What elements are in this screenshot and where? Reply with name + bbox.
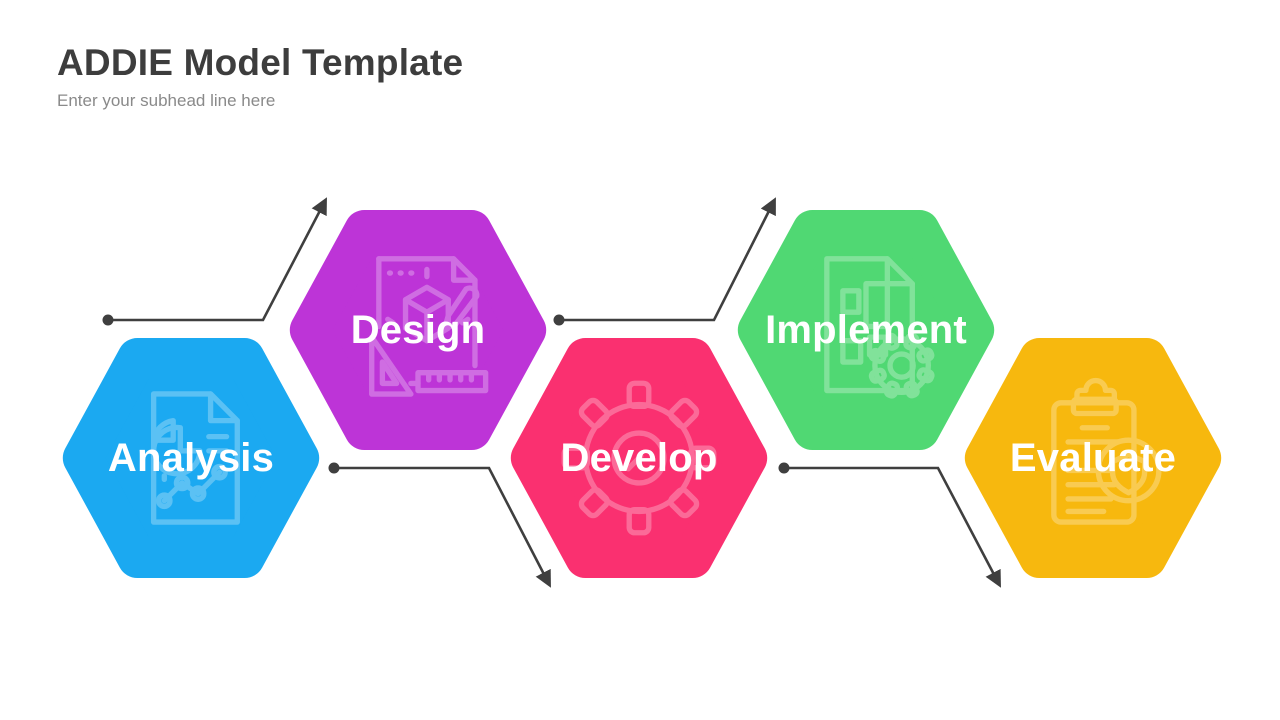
slide-title: ADDIE Model Template [57, 42, 464, 83]
blueprint-cube-ruler-icon [369, 256, 489, 397]
step-label: Evaluate [1009, 435, 1177, 480]
document-gear-icon [824, 256, 935, 399]
connector-develop-to-implement [553, 197, 776, 326]
step-analysis: Analysis [60, 338, 322, 578]
step-develop: Develop [508, 338, 770, 578]
step-implement: Implement [735, 210, 997, 450]
connector-design-to-develop [328, 462, 551, 588]
hexagon-shape [737, 210, 995, 450]
step-label: Analysis [107, 435, 275, 480]
connector-arrow-line [334, 466, 551, 588]
step-label: Develop [560, 435, 718, 480]
slide-header: ADDIE Model Template Enter your subhead … [57, 42, 463, 111]
step-evaluate: Evaluate [962, 338, 1224, 578]
step-label: Implement [765, 307, 967, 352]
step-label: Design [350, 307, 486, 352]
connector-arrow-line [784, 466, 1001, 588]
gear-icon [561, 380, 717, 536]
step-design: Design [287, 210, 549, 450]
hexagon-shape [289, 210, 547, 450]
report-pie-chart-icon [150, 391, 240, 525]
connector-analysis-to-design [102, 197, 327, 326]
connector-arrow-line [108, 197, 327, 322]
clipboard-shield-icon [1051, 377, 1162, 525]
connector-implement-to-evaluate [778, 462, 1001, 588]
connector-arrow-line [559, 197, 776, 322]
hexagon-shape [510, 338, 768, 578]
hexagon-shape [964, 338, 1222, 578]
hexagon-shape [62, 338, 320, 578]
slide-subtitle: Enter your subhead line here [57, 91, 276, 110]
